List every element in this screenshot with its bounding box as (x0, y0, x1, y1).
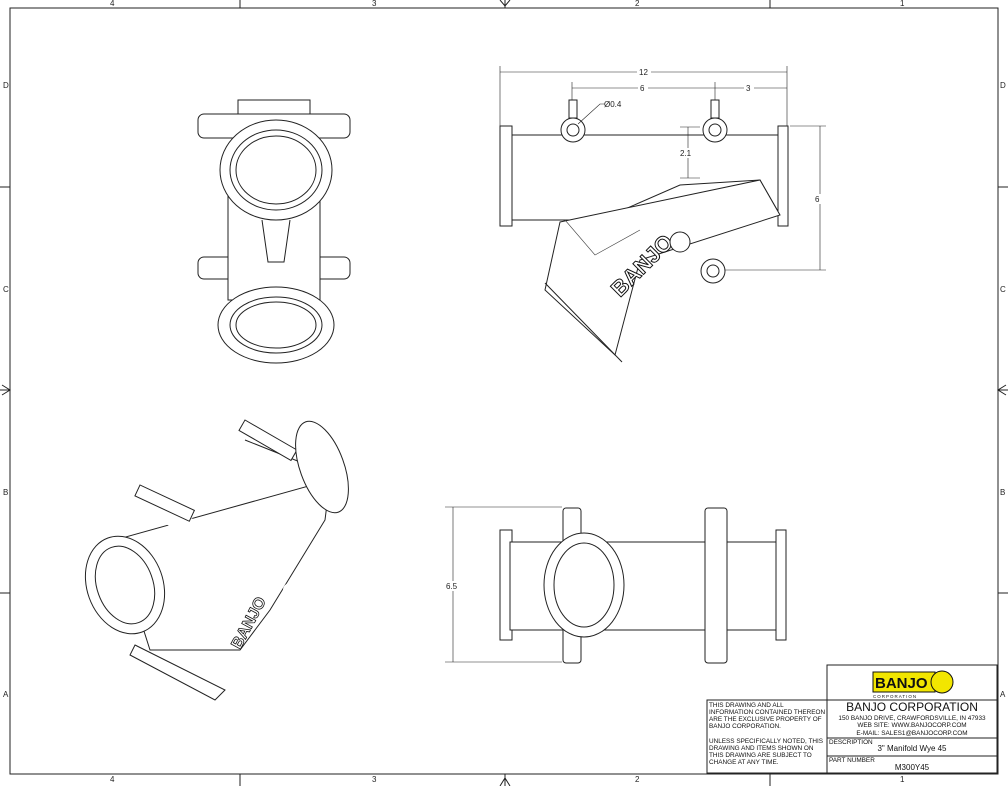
zone-row-c: C (3, 285, 9, 294)
dim-port-offset: 2.1 (680, 149, 692, 158)
part-number-label: PART NUMBER (829, 757, 875, 764)
description-value: 3" Manifold Wye 45 (877, 744, 947, 753)
dim-overall-length: 12 (639, 68, 648, 77)
zone-row-b: B (3, 488, 8, 497)
zone-col-3-bottom: 3 (372, 775, 377, 784)
zone-col-4: 4 (110, 0, 115, 8)
view-side: 6.5 (445, 506, 787, 664)
company-website: WEB SITE: WWW.BANJOCORP.COM (857, 722, 966, 729)
zone-row-d-right: D (1000, 81, 1006, 90)
dim-end-offset: 3 (746, 84, 751, 93)
zone-row-d: D (3, 81, 9, 90)
title-block: BANJO CORPORATION THIS DRAWING AND ALL I… (706, 664, 998, 774)
drawing-border (9, 7, 999, 775)
zone-col-1: 1 (900, 0, 905, 8)
view-front: BANJO 12 6 3 Ø0.4 2.1 6 (499, 66, 826, 363)
zone-col-3: 3 (372, 0, 377, 8)
notice-ownership: THIS DRAWING AND ALL INFORMATION CONTAIN… (709, 702, 827, 730)
zone-col-1-bottom: 1 (900, 775, 905, 784)
banjo-logo: BANJO CORPORATION (872, 670, 954, 699)
part-number-value: M300Y45 (895, 763, 930, 772)
company-address: 150 BANJO DRIVE, CRAWFORDSVILLE, IN 4793… (838, 715, 986, 722)
zone-row-a: A (3, 690, 9, 699)
zone-col-2-bottom: 2 (635, 775, 640, 784)
zone-row-a-right: A (1000, 690, 1006, 699)
dim-width: 6.5 (446, 582, 458, 591)
company-name: BANJO CORPORATION (846, 700, 978, 714)
dim-branch-spacing: 6 (640, 84, 645, 93)
zone-row-b-right: B (1000, 488, 1005, 497)
description-label: DESCRIPTION (829, 739, 873, 746)
dim-height: 6 (815, 195, 820, 204)
zone-col-2: 2 (635, 0, 640, 8)
dim-port-diameter: Ø0.4 (604, 100, 622, 109)
logo-text: BANJO (875, 675, 928, 692)
view-end (197, 99, 351, 364)
logo-subtext: CORPORATION (873, 694, 917, 699)
zone-col-4-bottom: 4 (110, 775, 115, 784)
company-email: E-MAIL: SALES1@BANJOCORP.COM (856, 730, 967, 737)
view-isometric: BANJO (84, 407, 349, 701)
zone-row-c-right: C (1000, 285, 1006, 294)
notice-change: UNLESS SPECIFICALLY NOTED, THIS DRAWING … (709, 738, 825, 766)
